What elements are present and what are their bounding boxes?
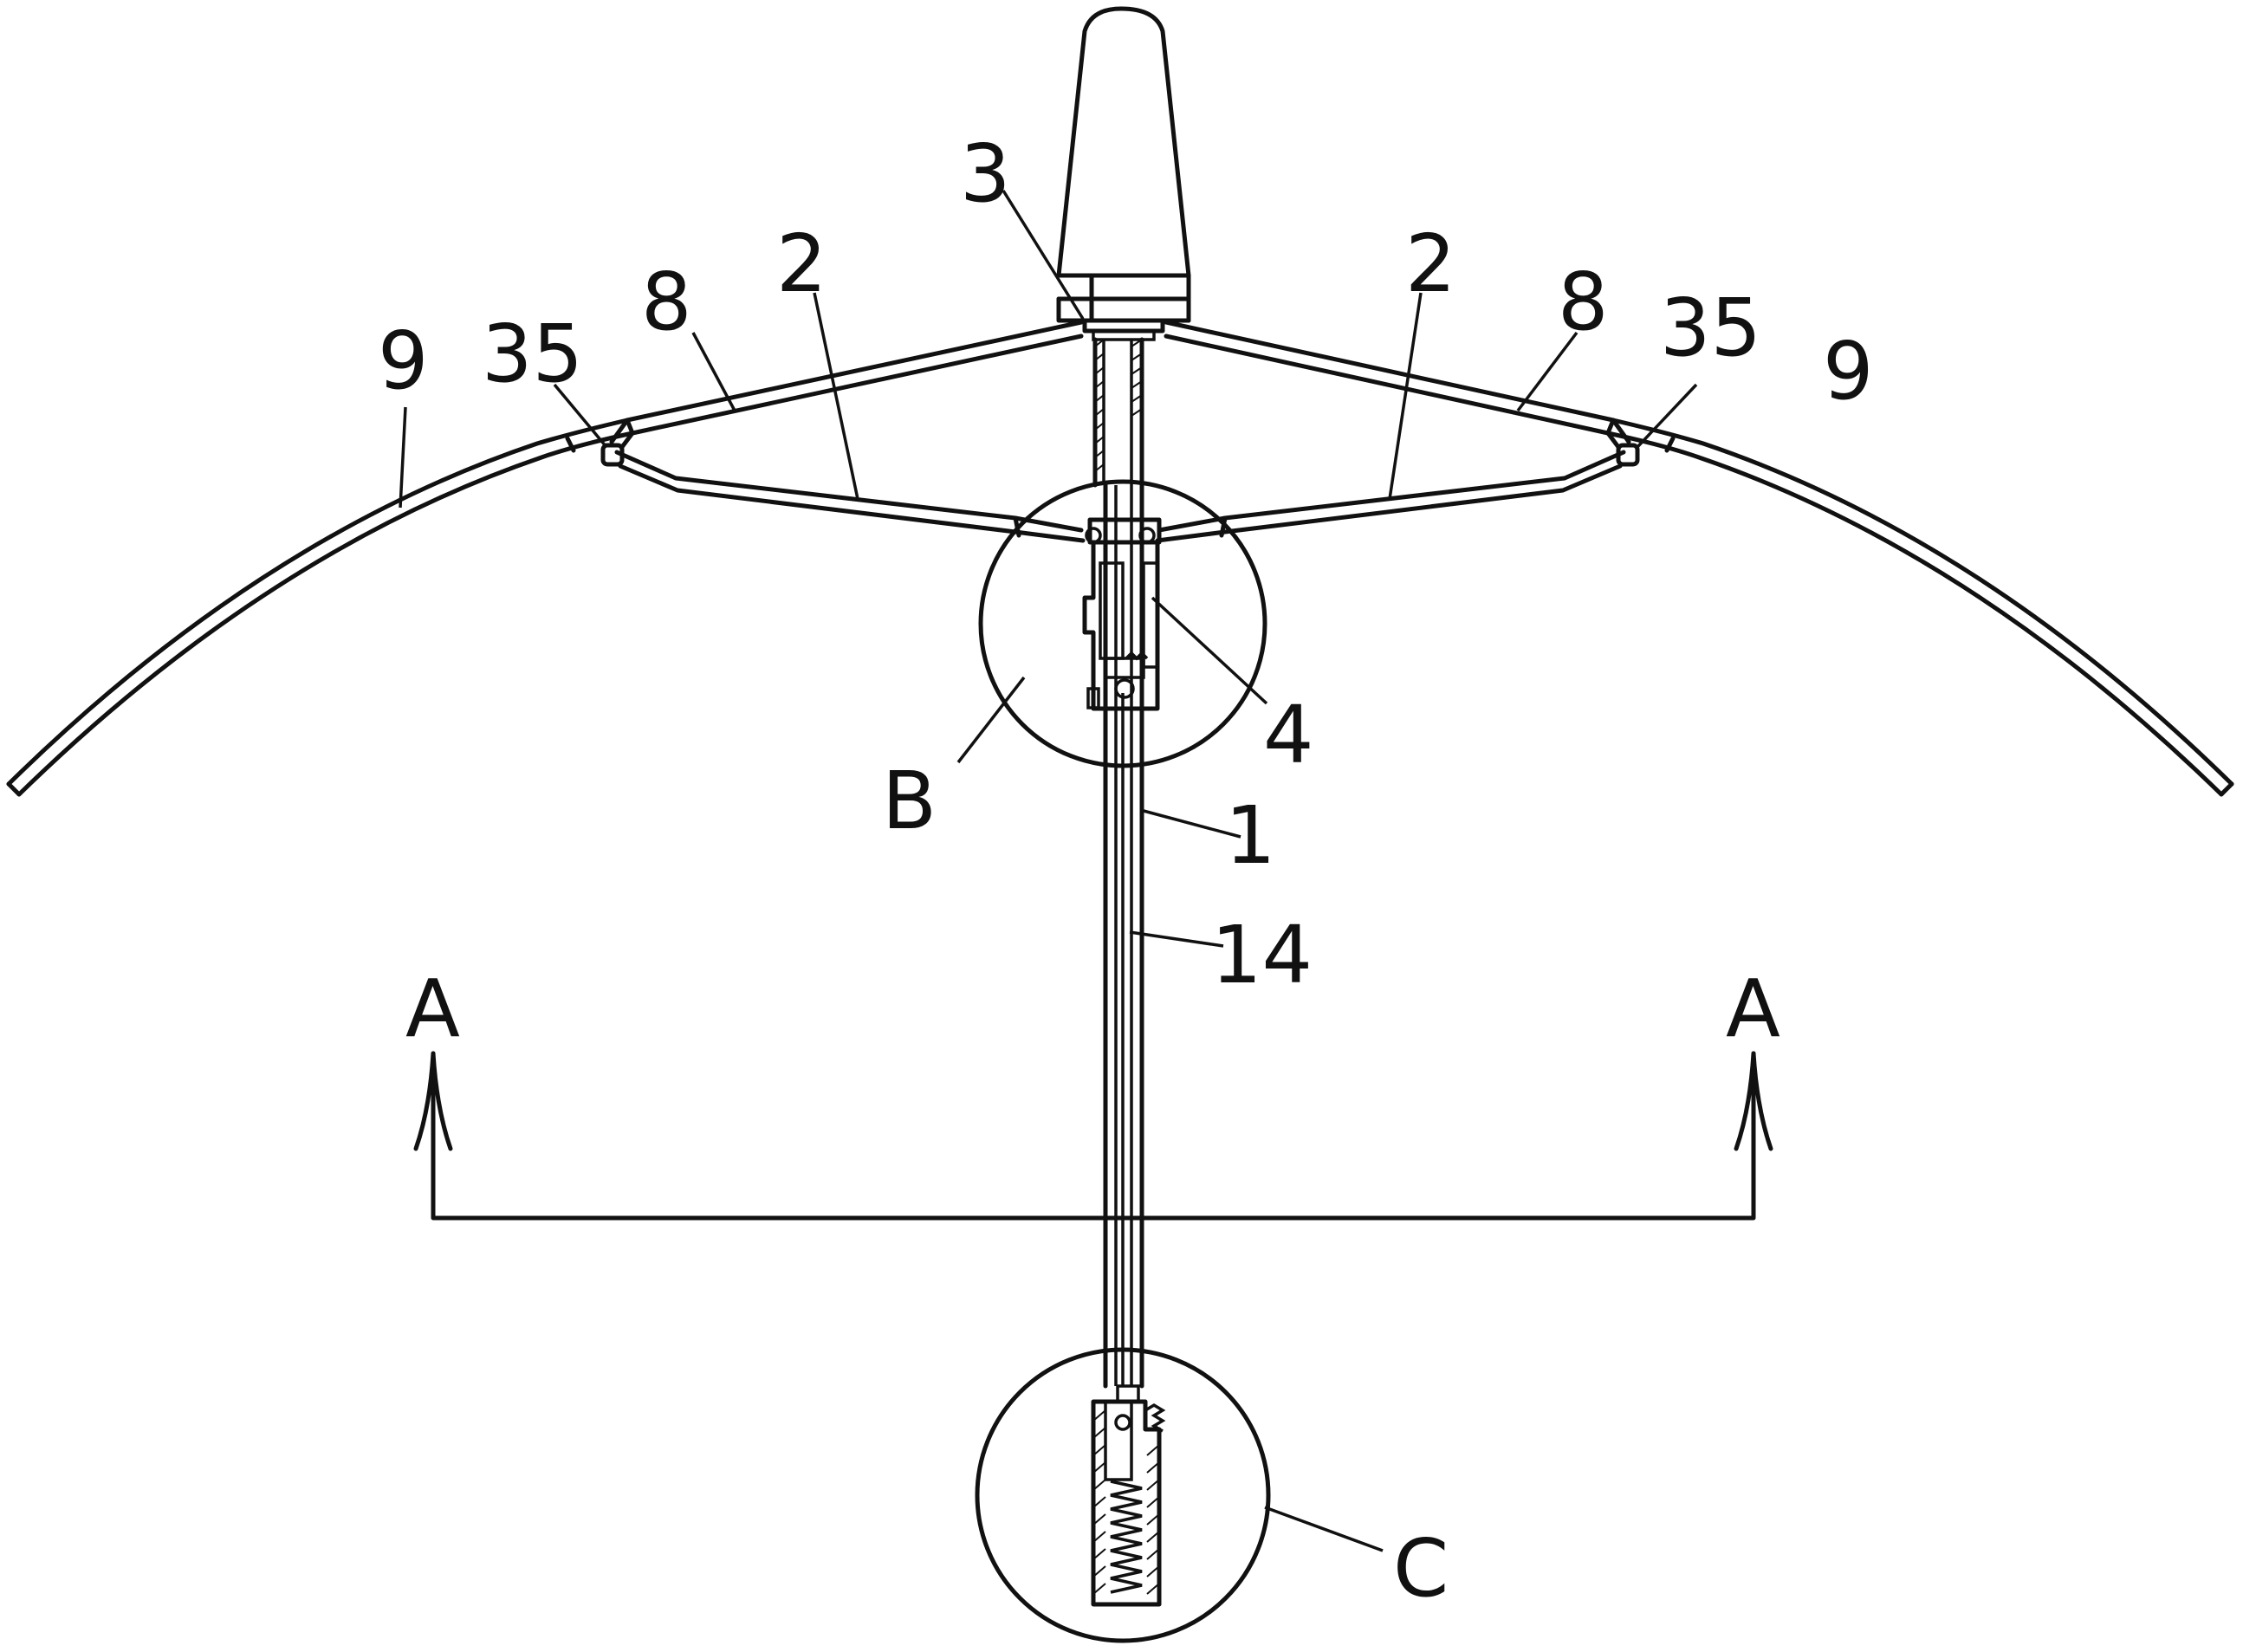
right-stretcher (1164, 320, 1616, 436)
left-joint (600, 418, 635, 467)
detail-circle-b (978, 479, 1267, 768)
label-8-left: 8 (641, 256, 692, 348)
label-a-right: A (1726, 962, 1780, 1055)
label-3: 3 (960, 127, 1011, 220)
label-14: 14 (1211, 909, 1313, 1001)
label-35-right: 35 (1660, 282, 1761, 374)
right-joint (1605, 418, 1640, 467)
top-cap (1056, 6, 1191, 323)
label-c: C (1393, 1522, 1449, 1615)
reference-labels: 3 2 2 8 8 35 35 9 9 4 1 14 B C A A (378, 127, 1874, 1615)
label-9-left: 9 (378, 314, 429, 407)
right-canopy-tip (1605, 418, 2234, 797)
left-canopy-tip (6, 418, 635, 797)
detail-circle-c (975, 1347, 1271, 1643)
label-b: B (882, 755, 937, 847)
central-shaft (1092, 337, 1144, 1389)
label-1: 1 (1225, 789, 1276, 882)
left-stretcher (625, 320, 1084, 436)
label-35-left: 35 (482, 308, 583, 400)
runner (1082, 517, 1162, 711)
right-rib (1138, 450, 1626, 544)
label-2-right: 2 (1405, 217, 1456, 310)
label-2-left: 2 (776, 217, 827, 310)
leader-lines (399, 190, 1698, 1552)
label-a-left: A (405, 962, 460, 1055)
label-4: 4 (1263, 689, 1314, 781)
section-line-a-a (413, 1051, 1773, 1221)
handle-mechanism (1091, 1384, 1166, 1607)
top-hub (1082, 318, 1165, 341)
label-8-right: 8 (1558, 256, 1609, 348)
label-9-right: 9 (1823, 325, 1874, 418)
